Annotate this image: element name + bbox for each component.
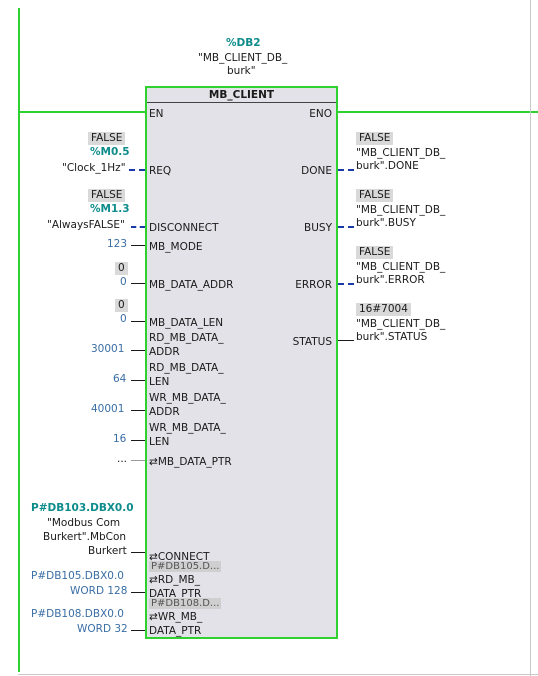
- pin-wr-mb-data-addr-1: WR_MB_DATA_: [149, 392, 226, 404]
- network-line-left: [20, 111, 145, 113]
- wr-ptr-actual-value: P#DB108.D...: [149, 598, 222, 609]
- pin-wr-mb-data-len-2: LEN: [149, 436, 170, 448]
- pin-mb-data-ptr: ⇄MB_DATA_PTR: [149, 456, 232, 469]
- mb-data-len-monitor-value: 0: [115, 299, 128, 312]
- inout-icon: ⇄: [149, 611, 158, 623]
- block-title: MB_CLIENT: [147, 88, 336, 103]
- pin-wr-mb-data-addr-2: ADDR: [149, 406, 180, 418]
- req-wire: [129, 169, 145, 171]
- wr-mb-data-ptr-address[interactable]: P#DB108.DBX0.0: [31, 608, 124, 620]
- wr-mb-data-ptr-wire: [131, 630, 145, 631]
- pin-connect: ⇄CONNECT: [149, 551, 210, 564]
- pin-mb-data-addr: MB_DATA_ADDR: [149, 279, 234, 291]
- pin-wr-mb-data-ptr-1: ⇄WR_MB_: [149, 611, 202, 624]
- status-symbol-line2[interactable]: burk".STATUS: [356, 331, 428, 343]
- pin-busy: BUSY: [304, 222, 332, 234]
- inout-icon: ⇄: [149, 574, 158, 586]
- pin-rd-mb-data-len-1: RD_MB_DATA_: [149, 362, 224, 374]
- mb-data-len-wire: [131, 321, 145, 322]
- connect-symbol-line2[interactable]: Burkert".MbCon: [43, 531, 127, 543]
- pin-rd-mb-data-addr-2: ADDR: [149, 346, 180, 358]
- error-monitor-value: FALSE: [356, 246, 394, 259]
- rd-mb-data-ptr-type[interactable]: WORD 128: [70, 585, 128, 597]
- pin-rd-mb-data-ptr-1: ⇄RD_MB_: [149, 574, 200, 587]
- wr-mb-data-addr-constant[interactable]: 40001: [91, 403, 125, 415]
- pin-rd-mb-data-ptr-2: DATA_PTR: [149, 588, 202, 600]
- pin-rd-mb-data-len-2: LEN: [149, 376, 170, 388]
- mb-client-block[interactable]: MB_CLIENT EN ENO REQ DISCONNECT MB_MODE …: [145, 86, 338, 639]
- disconnect-address[interactable]: %M1.3: [90, 203, 130, 215]
- status-symbol-line1[interactable]: "MB_CLIENT_DB_: [356, 318, 446, 330]
- mb-data-addr-monitor-value: 0: [115, 262, 128, 275]
- pin-mb-mode: MB_MODE: [149, 241, 203, 253]
- req-address[interactable]: %M0.5: [90, 146, 130, 158]
- disconnect-symbol[interactable]: "AlwaysFALSE": [47, 219, 125, 231]
- busy-symbol-line2[interactable]: burk".BUSY: [356, 217, 416, 229]
- pin-mb-data-len: MB_DATA_LEN: [149, 317, 224, 329]
- network-line-right: [338, 111, 538, 113]
- pin-done: DONE: [301, 165, 332, 177]
- mb-data-len-constant[interactable]: 0: [120, 313, 127, 325]
- status-wire: [338, 340, 354, 341]
- rd-mb-data-ptr-address[interactable]: P#DB105.DBX0.0: [31, 570, 124, 582]
- connect-symbol-line3[interactable]: Burkert: [88, 545, 127, 557]
- pin-error: ERROR: [295, 279, 332, 291]
- pin-wr-mb-data-len-1: WR_MB_DATA_: [149, 422, 226, 434]
- connect-address[interactable]: P#DB103.DBX0.0: [31, 502, 134, 514]
- error-symbol-line2[interactable]: burk".ERROR: [356, 274, 425, 286]
- pin-rd-mb-data-addr-1: RD_MB_DATA_: [149, 332, 224, 344]
- instance-db-name-line1[interactable]: "MB_CLIENT_DB_: [198, 52, 288, 64]
- mb-data-addr-constant[interactable]: 0: [120, 276, 127, 288]
- wr-mb-data-len-wire: [131, 440, 145, 441]
- mb-mode-wire: [131, 245, 145, 246]
- disconnect-monitor-value: FALSE: [88, 189, 126, 202]
- busy-wire: [338, 226, 354, 228]
- error-wire: [338, 283, 354, 285]
- pin-req: REQ: [149, 165, 172, 177]
- pin-connect-label: CONNECT: [157, 551, 210, 563]
- wr-mb-data-ptr-type[interactable]: WORD 32: [77, 623, 128, 635]
- done-symbol-line1[interactable]: "MB_CLIENT_DB_: [356, 147, 446, 159]
- inout-icon: ⇄: [149, 551, 158, 563]
- status-monitor-value: 16#7004: [356, 303, 411, 316]
- rd-mb-data-ptr-wire: [131, 592, 145, 593]
- pin-status: STATUS: [292, 336, 332, 348]
- mb-data-ptr-wire: [131, 460, 145, 461]
- mb-data-addr-wire: [131, 283, 145, 284]
- bottom-edge: [18, 674, 538, 675]
- req-symbol[interactable]: "Clock_1Hz": [62, 162, 126, 174]
- done-monitor-value: FALSE: [356, 132, 394, 145]
- instance-db-name-line2[interactable]: burk": [227, 65, 256, 77]
- mb-data-ptr-placeholder[interactable]: ...: [117, 453, 128, 465]
- connect-wire: [131, 552, 145, 553]
- pin-mb-data-ptr-label: MB_DATA_PTR: [157, 456, 232, 468]
- instance-db-address[interactable]: %DB2: [226, 37, 261, 49]
- error-symbol-line1[interactable]: "MB_CLIENT_DB_: [356, 261, 446, 273]
- pin-rd-mb-data-ptr-label: RD_MB_: [157, 574, 200, 586]
- done-wire: [338, 169, 354, 171]
- busy-monitor-value: FALSE: [356, 189, 394, 202]
- pin-wr-mb-data-ptr-2: DATA_PTR: [149, 625, 202, 637]
- done-symbol-line2[interactable]: burk".DONE: [356, 160, 419, 172]
- rail-edge: [530, 0, 531, 676]
- left-power-rail: [18, 8, 20, 672]
- wr-mb-data-addr-wire: [131, 410, 145, 411]
- rd-mb-data-len-wire: [131, 380, 145, 381]
- pin-en: EN: [149, 108, 164, 120]
- rd-ptr-actual-value: P#DB105.D...: [149, 561, 222, 572]
- req-monitor-value: FALSE: [88, 132, 126, 145]
- connect-symbol-line1[interactable]: "Modbus Com: [47, 517, 121, 529]
- busy-symbol-line1[interactable]: "MB_CLIENT_DB_: [356, 204, 446, 216]
- pin-eno: ENO: [309, 108, 332, 120]
- mb-mode-constant[interactable]: 123: [107, 238, 128, 250]
- inout-icon: ⇄: [149, 456, 158, 468]
- pin-wr-mb-data-ptr-label: WR_MB_: [157, 611, 203, 623]
- wr-mb-data-len-constant[interactable]: 16: [113, 433, 127, 445]
- rd-mb-data-addr-wire: [131, 350, 145, 351]
- rd-mb-data-addr-constant[interactable]: 30001: [91, 343, 125, 355]
- disconnect-wire: [131, 226, 145, 228]
- rd-mb-data-len-constant[interactable]: 64: [113, 373, 127, 385]
- pin-disconnect: DISCONNECT: [149, 222, 219, 234]
